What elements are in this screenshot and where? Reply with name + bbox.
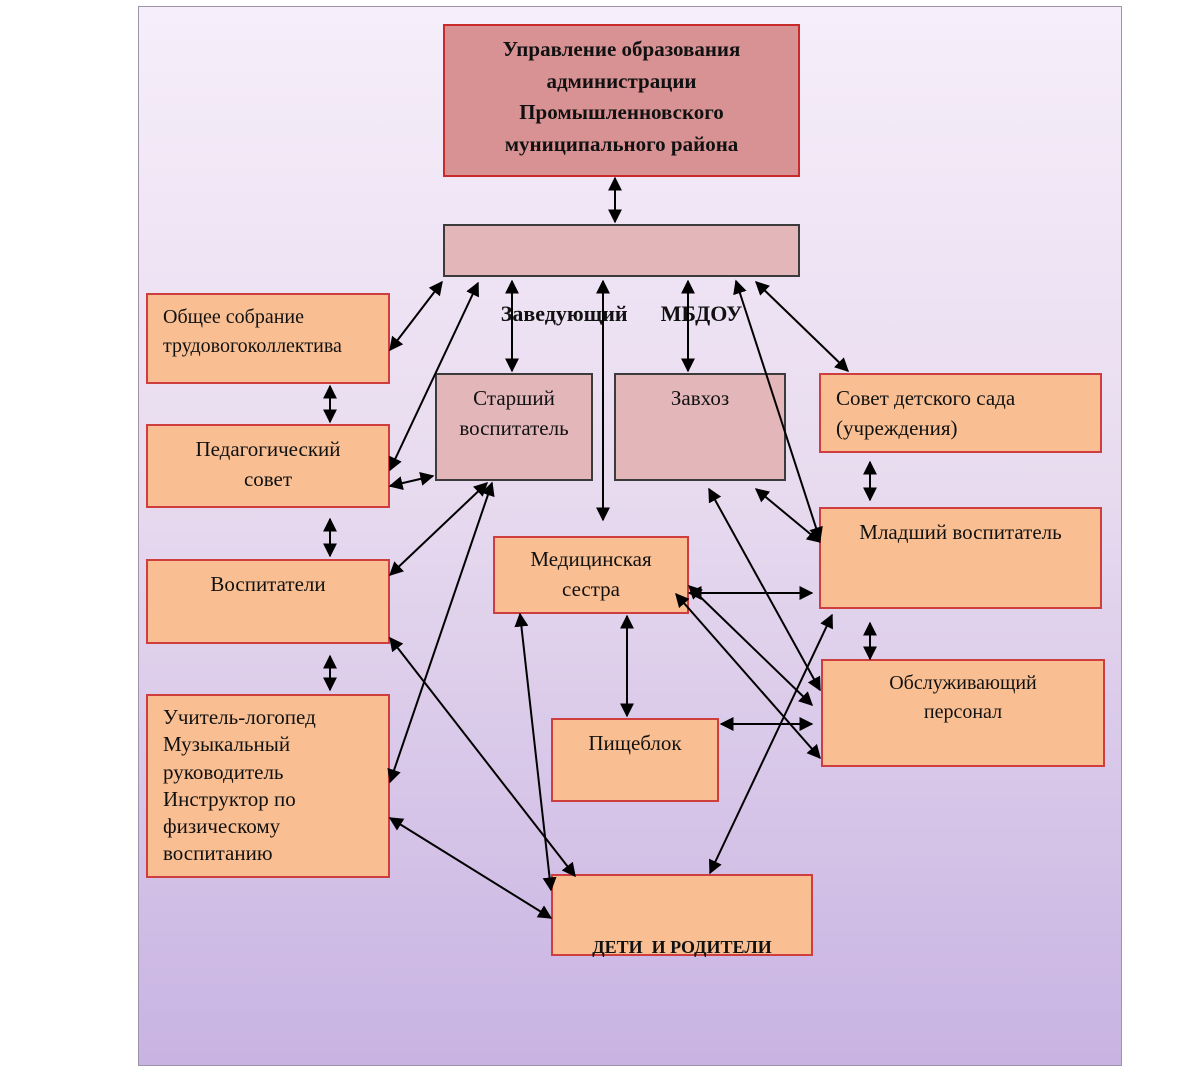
arrow-medsestra-deti bbox=[514, 612, 557, 892]
arrow-starshiy-vospitateli bbox=[388, 482, 489, 576]
node-starshiy-vospitatel-line-1: Старший bbox=[473, 386, 555, 410]
node-obshchee-sobranie: Общее собрание трудовогоколлектива bbox=[146, 293, 390, 384]
node-pedsovet-line-1: Педагогический bbox=[195, 437, 341, 461]
node-deti-roditeli-label: ДЕТИ И РОДИТЕЛИ bbox=[592, 937, 772, 958]
node-vospitateli: Воспитатели bbox=[146, 559, 390, 644]
arrow-mladshiy-deti bbox=[709, 613, 833, 875]
node-med-sestra: Медицинская сестра bbox=[493, 536, 689, 614]
node-pishcheblok: Пищеблок bbox=[551, 718, 719, 802]
arrow-vospitateli-deti bbox=[389, 636, 576, 878]
node-obsluzhivayushchiy-line-1: Обслуживающий bbox=[889, 672, 1037, 694]
arrow-zaveduyushchiy-sovet-sada bbox=[754, 281, 850, 372]
node-med-sestra-line-1: Медицинская bbox=[530, 547, 652, 571]
node-specialisty-line-4: Инструктор по bbox=[163, 786, 296, 811]
node-obsluzhivayushchiy: Обслуживающий персонал bbox=[821, 659, 1105, 767]
arrow-zavkhoz-mladshiy bbox=[754, 488, 822, 543]
node-mladshiy-vospitatel-label: Младший воспитатель bbox=[859, 520, 1062, 544]
node-pedsovet: Педагогический совет bbox=[146, 424, 390, 508]
node-obshchee-sobranie-line-1: Общее собрание bbox=[163, 306, 304, 328]
node-upravlenie-line-1: Управление образования bbox=[502, 37, 741, 61]
node-specialisty-line-1: Учитель-логопед bbox=[163, 705, 316, 729]
node-pishcheblok-label: Пищеблок bbox=[588, 731, 682, 755]
node-sovet-sada: Совет детского сада (учреждения) bbox=[819, 373, 1102, 453]
arrow-medsestra-obsluzhivayushchiy bbox=[687, 585, 814, 706]
node-obsluzhivayushchiy-line-2: персонал bbox=[923, 701, 1003, 723]
node-obshchee-sobranie-line-2: трудовогоколлектива bbox=[163, 335, 342, 357]
arrow-medsestra-obsluzhivayushchiy-2 bbox=[675, 592, 821, 760]
node-mladshiy-vospitatel: Младший воспитатель bbox=[819, 507, 1102, 609]
node-med-sestra-line-2: сестра bbox=[562, 577, 620, 602]
arrow-specialisty-deti bbox=[388, 817, 553, 919]
node-zavkhoz-label: Завхоз bbox=[670, 386, 730, 410]
node-upravlenie: Управление образования администрации Про… bbox=[443, 24, 800, 177]
node-upravlenie-line-2: администрации bbox=[546, 68, 697, 93]
node-sovet-sada-line-1: Совет детского сада bbox=[836, 386, 1016, 410]
node-specialisty-line-3: руководитель bbox=[163, 759, 284, 784]
arrow-starshiy-pedsovet bbox=[388, 472, 435, 490]
node-upravlenie-line-3: Промышленновского bbox=[519, 100, 724, 124]
node-pedsovet-line-2: совет bbox=[243, 467, 293, 492]
node-specialisty-line-2: Музыкальный bbox=[163, 732, 291, 757]
node-sovet-sada-line-2: (учреждения) bbox=[836, 416, 958, 441]
node-specialisty-line-5: физическому bbox=[163, 814, 281, 839]
arrow-zaveduyushchiy-pedsovet bbox=[389, 281, 479, 472]
node-zaveduyushchiy: Заведующий МБДОУ bbox=[443, 224, 800, 326]
node-vospitateli-label: Воспитатели bbox=[210, 572, 326, 596]
arrow-zaveduyushchiy-obshchee-sobranie bbox=[389, 280, 443, 352]
node-specialisty: Учитель-логопед Музыкальный руководитель… bbox=[146, 694, 390, 878]
node-specialisty-line-6: воспитанию bbox=[163, 841, 273, 866]
node-upravlenie-line-4: муниципального района bbox=[504, 131, 739, 156]
arrow-zaveduyushchiy-mladshiy bbox=[733, 279, 823, 542]
